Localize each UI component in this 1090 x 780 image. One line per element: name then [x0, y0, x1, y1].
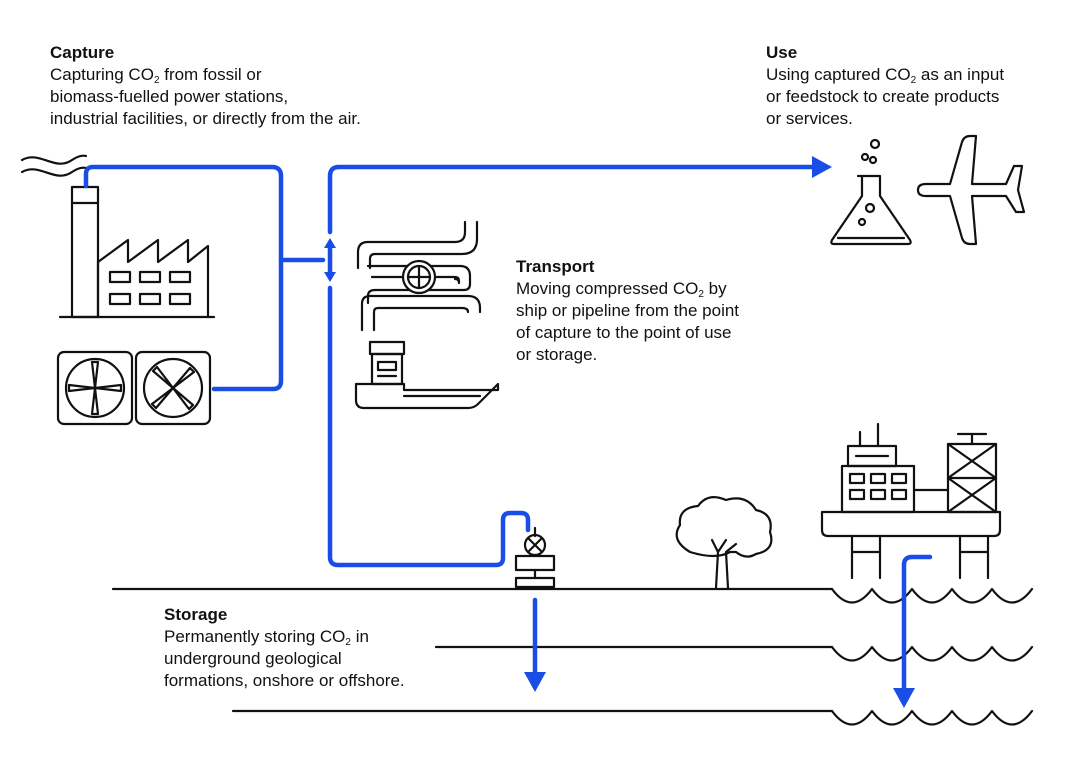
use-block: Use Using captured CO2 as an input or fe… [766, 42, 1004, 130]
flask-icon [830, 138, 912, 246]
transport-line-1: Moving compressed CO2 by [516, 279, 727, 300]
use-line-1: Using captured CO2 as an input [766, 65, 1005, 86]
use-flow-line [327, 156, 832, 235]
wellhead-icon [514, 526, 556, 589]
capture-line-1: Capturing CO2 from fossil or [50, 65, 262, 86]
wave-icon [830, 587, 1034, 726]
use-line-3: or services. [766, 109, 853, 128]
junction-marker [324, 238, 336, 282]
capture-line-3: industrial facilities, or directly from … [50, 109, 361, 128]
pipeline-icon [356, 220, 482, 332]
transport-block: Transport Moving compressed CO2 by ship … [516, 256, 739, 366]
use-title: Use [766, 43, 798, 62]
ship-icon [354, 340, 500, 410]
capture-flow-lines [83, 164, 326, 392]
capture-title: Capture [50, 43, 115, 62]
transport-line-3: of capture to the point of use [516, 323, 732, 342]
storage-block: Storage Permanently storing CO2 in under… [164, 604, 405, 692]
ground-lines [111, 587, 834, 713]
use-arrow-head [812, 156, 832, 178]
storage-title: Storage [164, 605, 228, 624]
storage-line-3: formations, onshore or offshore. [164, 671, 405, 690]
use-line-2: or feedstock to create products [766, 87, 1000, 106]
capture-block: Capture Capturing CO2 from fossil or bio… [50, 42, 361, 130]
factory-icon [20, 154, 216, 319]
offshore-storage-flow [893, 554, 933, 708]
offshore-platform-icon [820, 422, 1002, 580]
tree-icon [675, 495, 773, 590]
storage-arrow [524, 597, 546, 692]
airplane-icon [916, 134, 1026, 246]
storage-line-2: underground geological [164, 649, 342, 668]
transport-line-4: or storage. [516, 345, 598, 364]
capture-line-2: biomass-fuelled power stations, [50, 87, 289, 106]
direct-air-capture-fan-icon [56, 350, 212, 426]
transport-line-2: ship or pipeline from the point [516, 301, 740, 320]
storage-line-1: Permanently storing CO2 in [164, 627, 369, 648]
storage-flow-line [327, 285, 531, 568]
transport-title: Transport [516, 257, 595, 276]
